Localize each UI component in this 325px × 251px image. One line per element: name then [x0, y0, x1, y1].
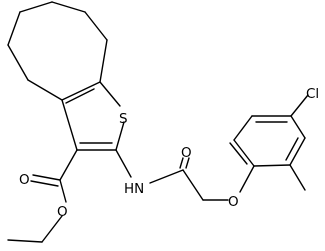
thiophene-ring: [61, 81, 125, 151]
sulfur-atom-label: S: [119, 111, 128, 127]
ester-ether-oxygen-label: O: [57, 204, 68, 220]
amide-linker: [115, 149, 229, 201]
ether-oxygen-label: O: [228, 194, 239, 210]
chlorine-atom-label: Cl: [306, 86, 319, 102]
ester-carbonyl-oxygen-label: O: [19, 172, 30, 188]
amide-nitrogen-label: HN: [124, 181, 144, 197]
chloromethylphenyl-ring: [229, 94, 309, 193]
cyclooctane-ring: [7, 1, 108, 101]
ethyl-ester-group: [7, 149, 78, 243]
amide-oxygen-label: O: [181, 145, 192, 161]
